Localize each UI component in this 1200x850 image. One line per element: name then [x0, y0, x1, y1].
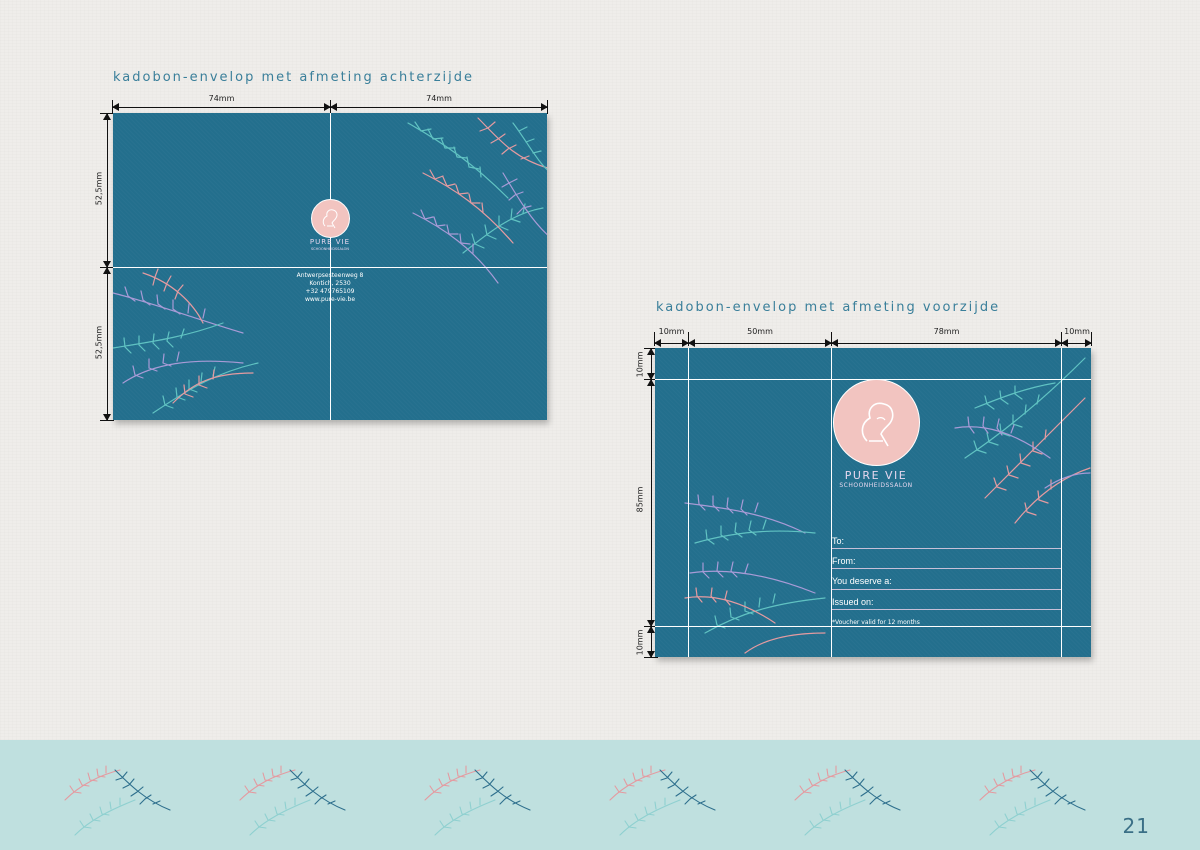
dim-label-top-4: 10mm	[1064, 327, 1090, 336]
dim-arrow-top-left	[112, 99, 331, 111]
fern-cluster-icon	[113, 268, 259, 414]
form-label-to: To:	[832, 536, 845, 546]
form-line-deserve[interactable]	[832, 589, 1061, 590]
face-logo-icon	[861, 402, 894, 447]
dim-label-left-bottom: 10mm	[635, 629, 645, 656]
logo-circle	[311, 199, 350, 238]
dim-label-top-1: 10mm	[658, 327, 685, 336]
address-line-2: Kontich, 2530	[309, 280, 351, 287]
fern-cluster-icon	[684, 494, 826, 654]
footer-fern-pattern	[64, 765, 1086, 836]
dim-arrow-top-2	[688, 335, 832, 347]
dim-label-left-lower: 52,5mm	[94, 325, 104, 360]
dim-arrow-top-3	[831, 335, 1062, 347]
form-label-from: From:	[832, 556, 856, 566]
back-section-title: kadobon-envelop met afmeting achterzijde	[113, 70, 475, 85]
dim-arrow-top-4	[1061, 335, 1092, 347]
address-line-1: Antwerpsesteenweg 8	[296, 272, 364, 279]
form-line-issued[interactable]	[832, 609, 1061, 610]
form-line-from[interactable]	[832, 568, 1061, 569]
dim-arrow-left-upper	[101, 113, 113, 268]
dim-arrow-top-1	[654, 335, 689, 347]
phone-number: +32 479765109	[305, 288, 355, 295]
form-line-to[interactable]	[832, 548, 1061, 549]
front-envelope-card	[655, 348, 1091, 657]
dim-label-top-left: 74mm	[208, 94, 235, 103]
voucher-validity-note: *Voucher valid for 12 months	[832, 619, 920, 626]
dim-label-top-right: 74mm	[426, 94, 452, 103]
form-label-issued: Issued on:	[832, 597, 874, 607]
dim-label-top-3: 78mm	[933, 327, 960, 336]
face-logo-icon	[322, 209, 338, 229]
margin-guide-right	[1061, 348, 1062, 657]
dim-arrow-left-lower	[101, 267, 113, 421]
fold-guide-horizontal	[113, 267, 547, 268]
logo-circle	[833, 379, 920, 466]
brand-name: PURE VIE	[309, 238, 351, 246]
margin-guide-left	[688, 348, 689, 657]
fern-cluster-icon	[954, 357, 1091, 524]
section-guide	[831, 348, 832, 657]
dim-arrow-left-bottom	[645, 626, 657, 658]
page-number: 21	[1122, 814, 1150, 838]
dim-arrow-left-top	[645, 348, 657, 380]
dim-label-left-mid: 85mm	[635, 486, 645, 513]
footer-band	[0, 740, 1200, 850]
dim-label-top-2: 50mm	[747, 327, 773, 336]
dim-arrow-left-mid	[645, 379, 657, 627]
margin-guide-bottom	[655, 626, 1091, 627]
fold-guide-vertical	[330, 113, 331, 420]
fern-cluster-icon	[407, 117, 547, 284]
front-section-title: kadobon-envelop met afmeting voorzijde	[656, 300, 1001, 315]
brand-subtitle: SCHOONHEIDSSALON	[310, 247, 350, 251]
dim-label-left-top: 10mm	[635, 351, 645, 378]
website: www.pure-vie.be	[304, 296, 356, 303]
brand-subtitle: SCHOONHEIDSSALON	[839, 482, 913, 489]
brand-name: PURE VIE	[844, 469, 908, 482]
form-label-deserve: You deserve a:	[832, 576, 892, 586]
dim-arrow-top-right	[330, 99, 548, 111]
dim-label-left-upper: 52,5mm	[94, 171, 104, 206]
